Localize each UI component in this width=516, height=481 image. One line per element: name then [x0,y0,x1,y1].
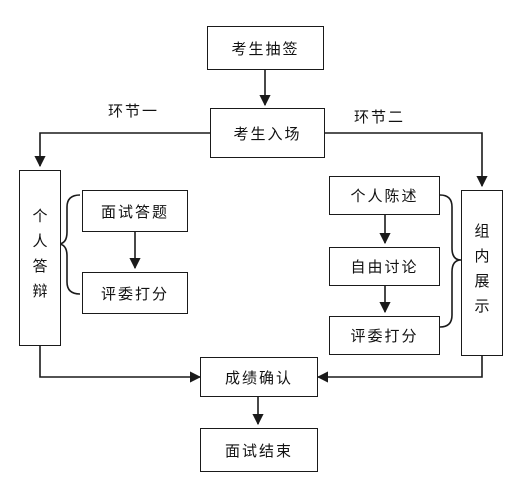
node-draw-lots: 考生抽签 [207,26,324,70]
node-personal-statement: 个人陈述 [329,176,440,215]
node-confirm-results: 成绩确认 [200,357,318,397]
arrow-stage-two-to-confirm [316,356,483,383]
left-brace-icon [57,194,81,295]
node-free-discussion: 自由讨论 [329,247,440,286]
node-end-interview: 面试结束 [200,428,318,472]
arrow-enter-to-stage-two [325,132,488,188]
label-stage-two: 环节二 [354,108,406,126]
arrow-enter-to-stage-one [34,132,210,168]
arrow-stage-one-to-confirm [39,346,202,383]
node-group-display: 组内展示 [461,190,503,356]
node-score-left: 评委打分 [82,272,188,314]
node-enter: 考生入场 [210,108,325,158]
label-stage-one: 环节一 [108,102,160,120]
node-score-right: 评委打分 [329,316,440,355]
right-brace-icon [439,194,462,328]
node-interview-answer: 面试答题 [82,190,188,232]
node-individual-defense: 个人答辩 [19,170,61,346]
